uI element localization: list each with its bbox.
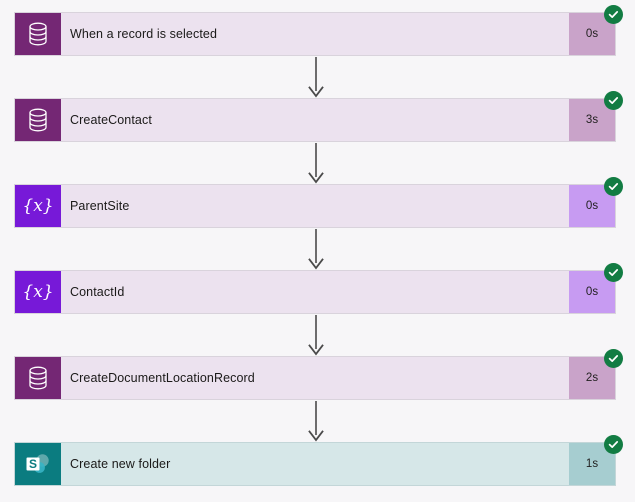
flow-step-title: CreateDocumentLocationRecord	[70, 371, 255, 385]
dataverse-database-icon	[15, 99, 61, 141]
status-success-check-icon	[604, 435, 623, 454]
flow-step-title: Create new folder	[70, 457, 171, 471]
status-success-check-icon	[604, 177, 623, 196]
flow-step-title: CreateContact	[70, 113, 152, 127]
svg-text:S: S	[29, 457, 37, 471]
connector-2	[305, 143, 327, 185]
dataverse-database-icon	[15, 357, 61, 399]
connector-1	[305, 57, 327, 99]
dataverse-database-icon	[15, 13, 61, 55]
connector-5	[305, 401, 327, 443]
variable-braces-x-icon: {x}	[15, 271, 61, 313]
status-success-check-icon	[604, 349, 623, 368]
connector-4	[305, 315, 327, 357]
status-success-check-icon	[604, 5, 623, 24]
status-success-check-icon	[604, 263, 623, 282]
flow-step-title: ContactId	[70, 285, 125, 299]
variable-braces-x-icon: {x}	[15, 185, 61, 227]
sharepoint-icon: S	[15, 443, 61, 485]
connector-3	[305, 229, 327, 271]
status-success-check-icon	[604, 91, 623, 110]
flow-step-title: When a record is selected	[70, 27, 218, 41]
flow-step-title: ParentSite	[70, 199, 130, 213]
